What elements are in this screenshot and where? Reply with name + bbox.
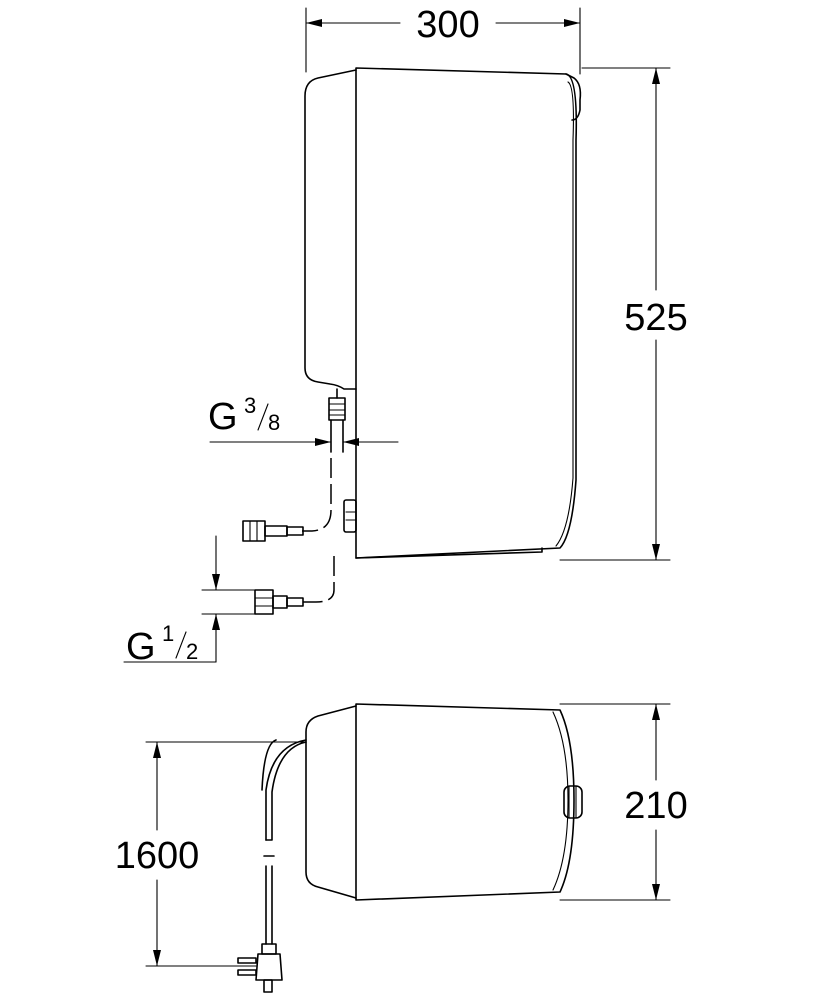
side-view-seam xyxy=(555,81,574,547)
dimension-height-label: 525 xyxy=(624,297,687,339)
power-cable xyxy=(261,739,307,841)
top-view-inner-contour xyxy=(552,711,569,891)
outlet-thread-prefix: G xyxy=(208,396,238,438)
outlet-fitting xyxy=(328,388,346,453)
side-view-top-cap xyxy=(565,73,582,121)
callout-outlet-thread: G 3 8 xyxy=(208,393,399,446)
side-view-bottom-skirt xyxy=(355,547,543,559)
power-cable-lower xyxy=(265,865,273,945)
power-cable-outer xyxy=(265,741,307,841)
connector-upper xyxy=(242,520,304,542)
dimension-width: 300 xyxy=(305,4,581,75)
dimension-depth: 210 xyxy=(559,703,688,901)
top-view-rear-body xyxy=(305,705,357,899)
outlet-thread-numerator: 3 xyxy=(244,393,256,418)
outlet-thread-denominator: 8 xyxy=(268,410,280,435)
top-view xyxy=(237,703,583,993)
hose-lower xyxy=(302,556,335,603)
power-plug xyxy=(237,943,283,993)
inlet-thread-prefix: G xyxy=(126,626,156,668)
hose-upper xyxy=(302,458,332,532)
inlet-thread-numerator: 1 xyxy=(162,621,174,646)
top-view-front-body xyxy=(355,703,575,901)
side-view-drain-knob xyxy=(343,499,357,533)
side-view xyxy=(242,67,582,615)
dimension-depth-label: 210 xyxy=(624,785,687,827)
top-view-control-knob xyxy=(563,785,583,819)
connector-lower xyxy=(254,589,304,615)
dimension-cable-length-label: 1600 xyxy=(115,835,200,877)
dimension-width-label: 300 xyxy=(416,4,479,46)
callout-inlet-thread: G 1 2 xyxy=(123,535,258,668)
dimension-height: 525 xyxy=(559,67,688,561)
inlet-thread-denominator: 2 xyxy=(186,639,198,664)
dimension-cable-length: 1600 xyxy=(115,741,307,967)
side-view-front-housing xyxy=(355,67,578,559)
side-view-rear-body xyxy=(304,69,357,390)
